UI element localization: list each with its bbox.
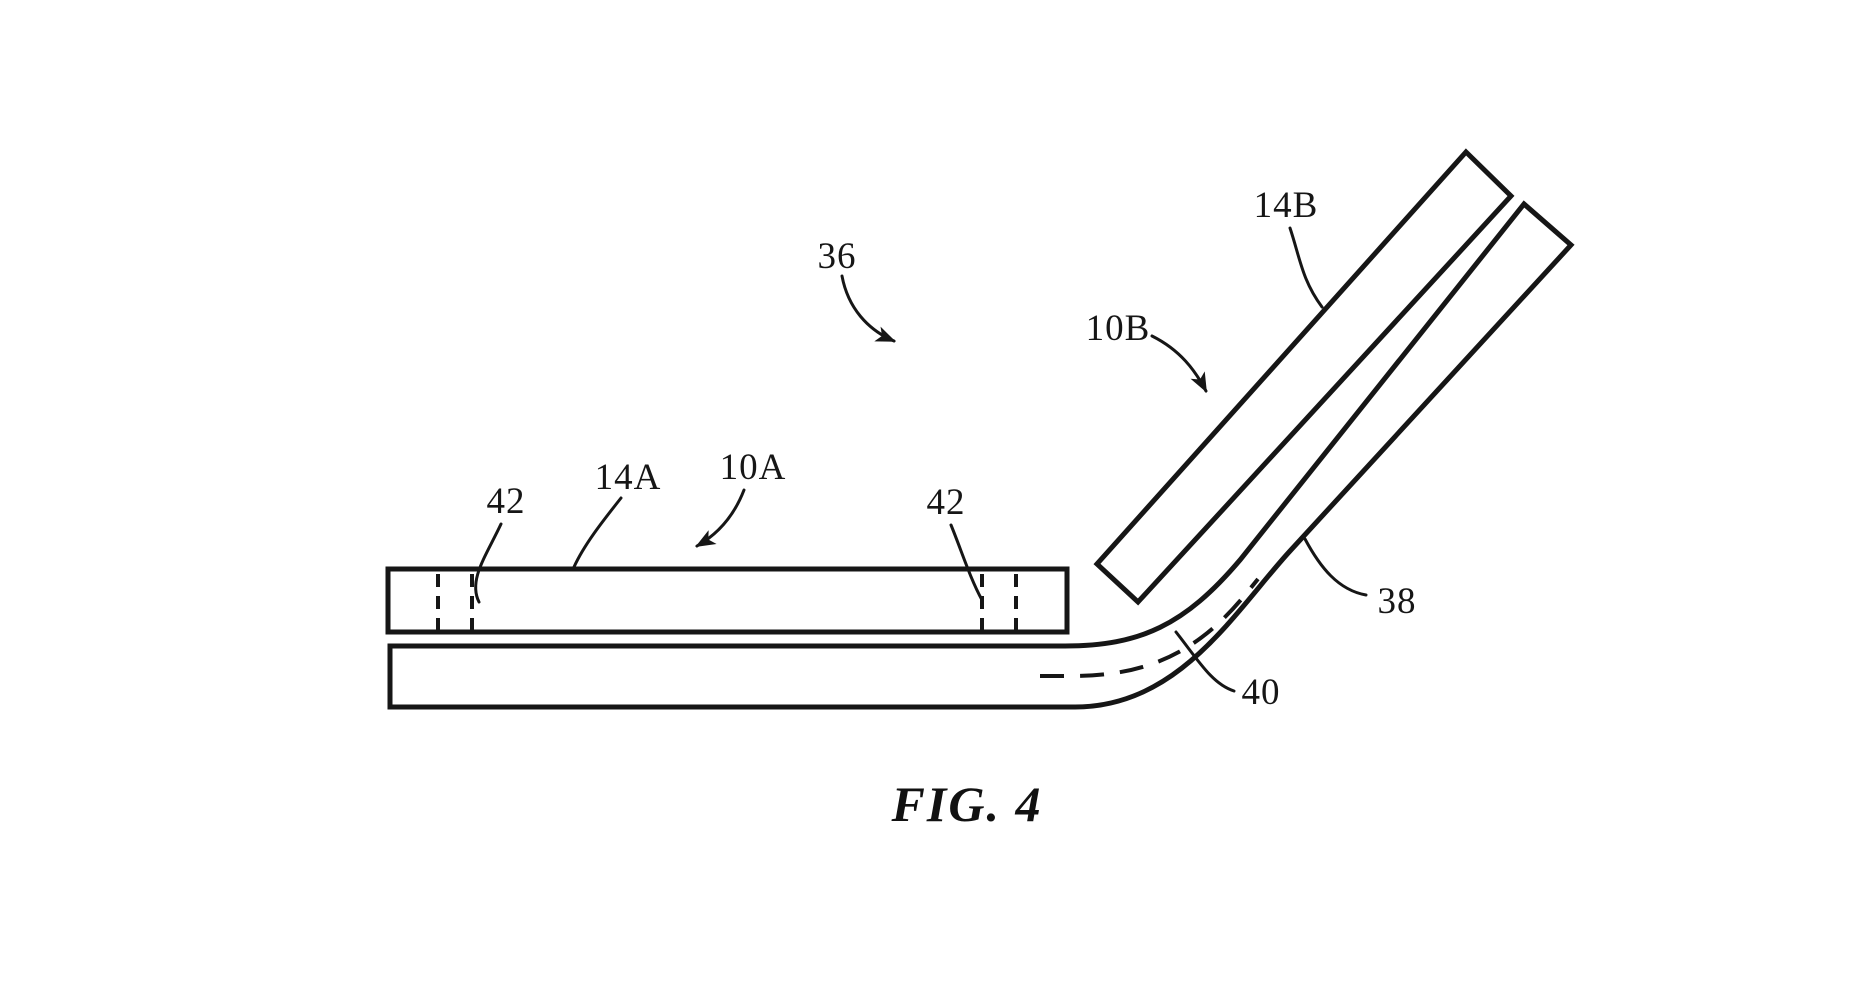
bend-axis-dashed-line-40 xyxy=(1040,577,1260,678)
leader-arrow-10a xyxy=(695,488,746,548)
flexible-layer-band xyxy=(387,200,1575,710)
housing-rect-14b xyxy=(1093,148,1515,606)
ref-label-38: 38 xyxy=(1378,581,1417,622)
housing-rect-14a xyxy=(385,566,1070,635)
leader-14b xyxy=(1288,226,1324,309)
leader-42-right xyxy=(949,523,984,602)
leader-arrow-10b xyxy=(1150,334,1208,393)
ref-label-36: 36 xyxy=(818,236,857,277)
ref-label-40: 40 xyxy=(1242,672,1281,713)
leader-arrow-36 xyxy=(840,274,896,343)
figure-caption: FIG. 4 xyxy=(891,776,1043,832)
ref-label-42-left: 42 xyxy=(487,481,526,522)
leader-14a xyxy=(572,496,623,569)
leader-42-left xyxy=(474,522,503,604)
ref-label-10b: 10B xyxy=(1086,308,1151,349)
ref-label-10a: 10A xyxy=(720,447,787,488)
ref-label-42-right: 42 xyxy=(927,482,966,523)
leader-38 xyxy=(1303,537,1368,597)
ref-label-14a: 14A xyxy=(595,457,662,498)
leader-40 xyxy=(1174,630,1236,693)
ref-label-14b: 14B xyxy=(1254,185,1319,226)
